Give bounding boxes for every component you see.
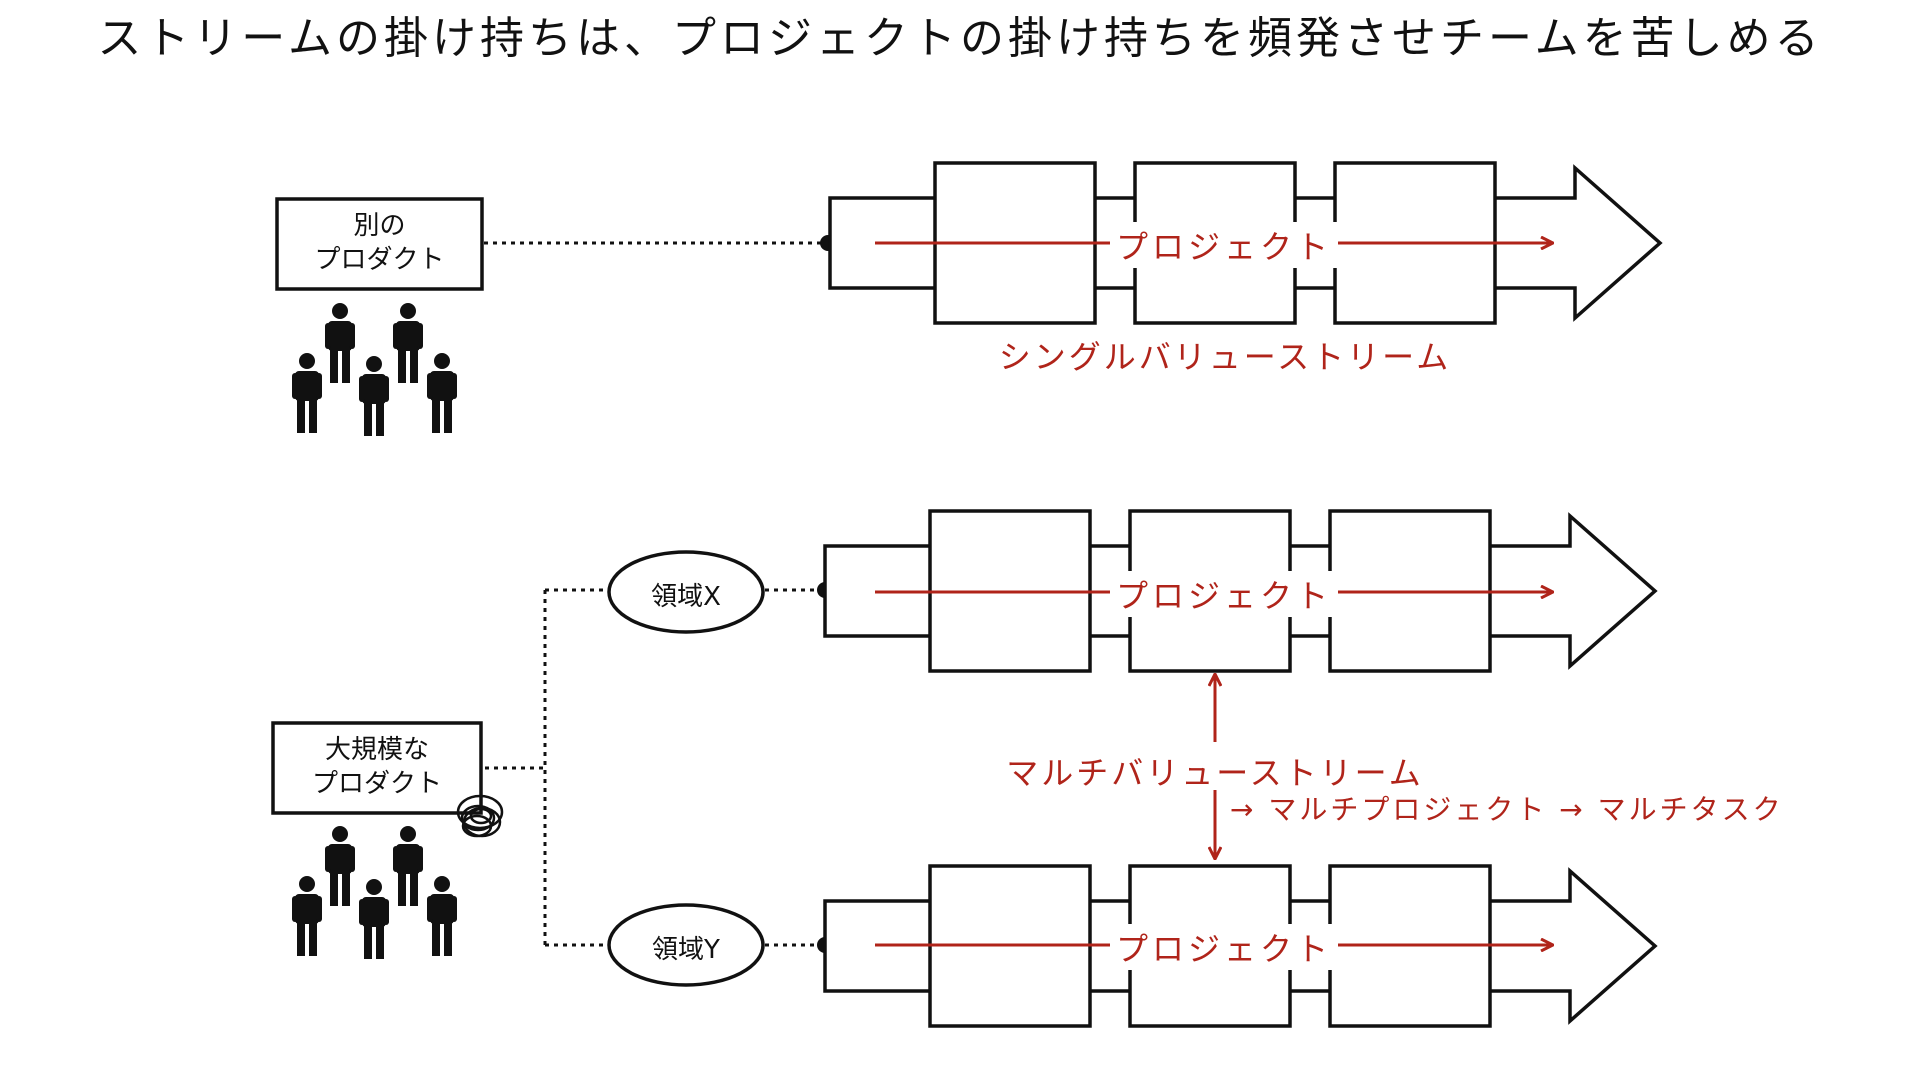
people-group-icon	[292, 303, 457, 436]
product-box-line2: プロダクト	[314, 245, 445, 275]
project-label: プロジェクト	[1110, 222, 1338, 268]
product-box-other-label: 別の プロダクト	[277, 209, 482, 277]
area-x-oval	[607, 550, 765, 634]
project-label: プロジェクト	[1110, 924, 1338, 970]
single-value-stream-label: シングルバリューストリーム	[998, 338, 1452, 376]
multi-value-stream-sublabel: → マルチプロジェクト → マルチタスク	[1230, 793, 1784, 826]
multi-value-stream-label: マルチバリューストリーム	[1006, 754, 1424, 792]
product-box-line1: 大規模な	[324, 735, 429, 765]
project-label: プロジェクト	[1110, 571, 1338, 617]
area-y-label: 領域Y	[652, 935, 720, 965]
product-box-line1: 別の	[353, 211, 406, 241]
page-title: ストリームの掛け持ちは、プロジェクトの掛け持ちを頻発させチームを苦しめる	[97, 13, 1823, 64]
product-box-other	[275, 197, 484, 291]
area-y-oval	[607, 903, 765, 987]
product-box-large-label: 大規模な プロダクト	[273, 733, 481, 801]
product-box-large	[271, 721, 483, 815]
people-group-icon	[292, 826, 457, 959]
product-box-line2: プロダクト	[311, 769, 442, 799]
area-x-label: 領域X	[651, 582, 721, 612]
tangle-scribble-icon	[456, 794, 504, 838]
